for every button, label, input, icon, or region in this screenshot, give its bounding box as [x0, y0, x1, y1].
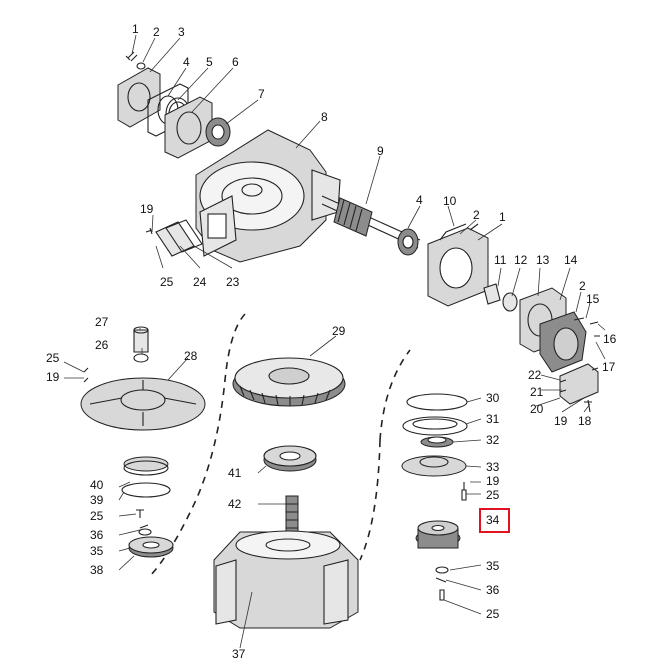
callout-26: 26 — [95, 338, 109, 352]
callout-18: 18 — [578, 414, 592, 428]
callout-36b: 36 — [486, 583, 500, 597]
callout-2b: 2 — [473, 208, 480, 222]
inspection-cover-assembly — [145, 219, 203, 257]
callout-25b: 25 — [46, 351, 60, 365]
worm-wheel — [232, 357, 346, 407]
callout-25d: 25 — [90, 509, 104, 523]
callout-40: 40 — [90, 478, 104, 492]
cover-plate-assembly — [117, 51, 231, 159]
callout-11: 11 — [494, 253, 507, 267]
callout-22: 22 — [528, 368, 542, 382]
callout-19b: 19 — [554, 414, 568, 428]
callout-25c: 25 — [486, 488, 500, 502]
right-seal-stack — [401, 393, 468, 601]
callout-19d: 19 — [486, 474, 500, 488]
callout-2: 2 — [153, 25, 160, 39]
callout-23: 23 — [226, 275, 240, 289]
callout-38: 38 — [90, 563, 104, 577]
callout-25e: 25 — [486, 607, 500, 621]
callout-labels: 1 2 3 4 5 6 7 8 9 10 4 2 1 19 25 24 23 1… — [46, 22, 617, 661]
callout-31: 31 — [486, 412, 500, 426]
worm-gear-housing — [195, 129, 341, 263]
callout-35a: 35 — [90, 544, 104, 558]
callout-28: 28 — [184, 349, 198, 363]
callout-6: 6 — [232, 55, 239, 69]
callout-36a: 36 — [90, 528, 104, 542]
callout-42: 42 — [228, 497, 242, 511]
callout-35b: 35 — [486, 559, 500, 573]
assembly-path-right — [359, 349, 411, 561]
callout-30: 30 — [486, 391, 500, 405]
end-cover-assembly — [80, 326, 206, 431]
callout-14: 14 — [564, 253, 578, 267]
callout-1b: 1 — [499, 210, 506, 224]
callout-12: 12 — [514, 253, 528, 267]
callout-5: 5 — [206, 55, 213, 69]
callout-7: 7 — [258, 87, 265, 101]
callout-4: 4 — [183, 55, 190, 69]
worm-shaft-assembly — [321, 195, 600, 413]
callout-13: 13 — [536, 253, 550, 267]
callout-10: 10 — [443, 194, 457, 208]
leader-lines — [63, 34, 606, 649]
callout-19a: 19 — [140, 202, 154, 216]
output-shaft-assembly — [213, 445, 359, 629]
callout-24: 24 — [193, 275, 207, 289]
lower-bearing-stack — [121, 456, 174, 558]
callout-29: 29 — [332, 324, 346, 338]
callout-9: 9 — [377, 144, 384, 158]
callout-15: 15 — [586, 292, 600, 306]
callout-21: 21 — [530, 385, 544, 399]
callout-3: 3 — [178, 25, 185, 39]
callout-33: 33 — [486, 460, 500, 474]
callout-4b: 4 — [416, 193, 423, 207]
callout-17: 17 — [602, 360, 616, 374]
callout-19c: 19 — [46, 370, 60, 384]
callout-34: 34 — [486, 513, 500, 527]
callout-41: 41 — [228, 466, 242, 480]
callout-25a: 25 — [160, 275, 174, 289]
callout-37: 37 — [232, 647, 246, 661]
callout-27: 27 — [95, 315, 109, 329]
callout-39: 39 — [90, 493, 104, 507]
callout-8: 8 — [321, 110, 328, 124]
callout-2c: 2 — [579, 279, 586, 293]
callout-1: 1 — [132, 22, 139, 36]
callout-20: 20 — [530, 402, 544, 416]
callout-16: 16 — [603, 332, 617, 346]
callout-32: 32 — [486, 433, 500, 447]
highlight-box-34 — [479, 508, 510, 533]
